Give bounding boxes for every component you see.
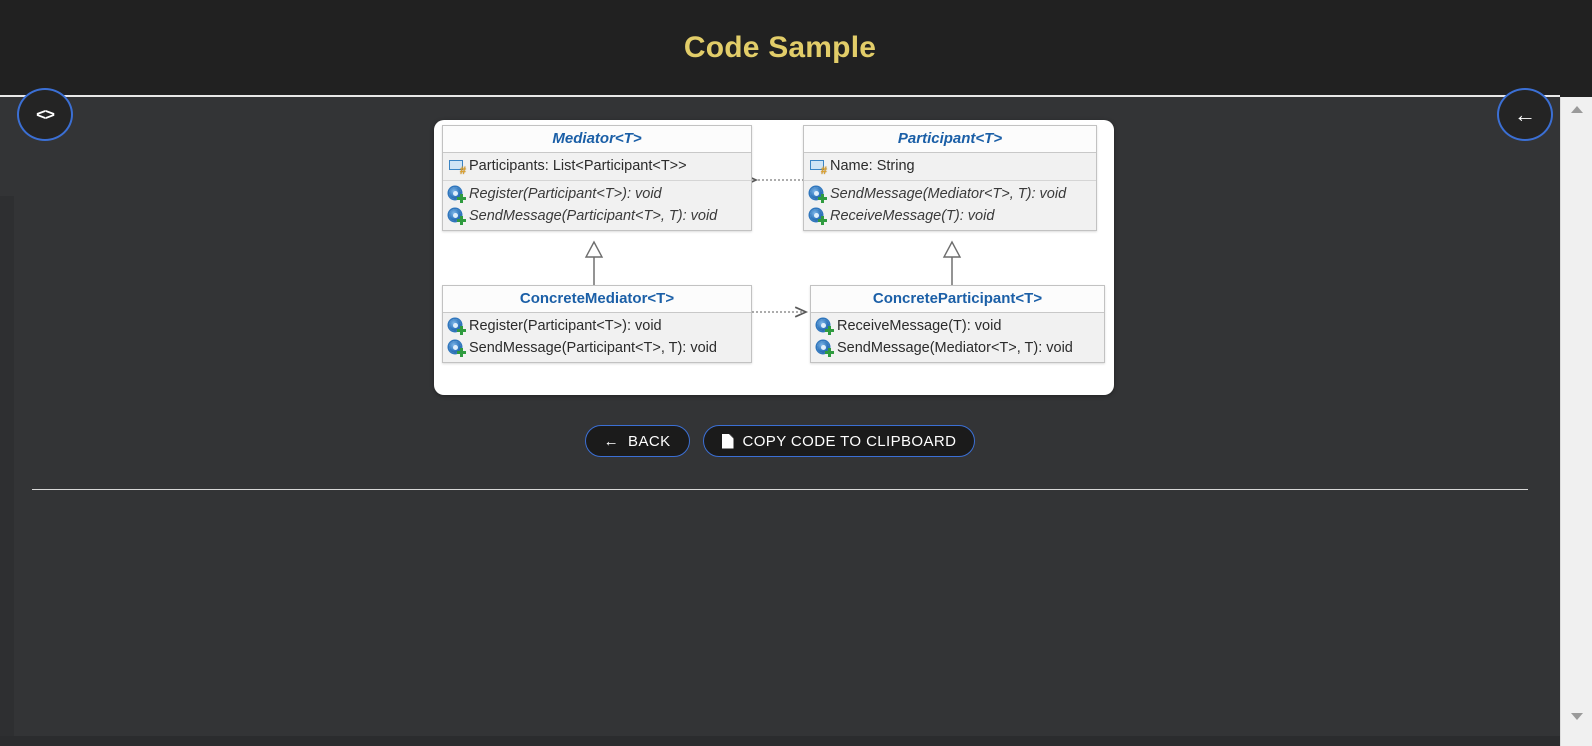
uml-member-row: SendMessage(Mediator<T>, T): void xyxy=(804,183,1096,205)
vertical-scrollbar[interactable] xyxy=(1560,0,1592,746)
uml-member-label: ReceiveMessage(T): void xyxy=(830,208,995,224)
copy-code-button[interactable]: COPY CODE TO CLIPBOARD xyxy=(702,425,976,457)
uml-methods-section: SendMessage(Mediator<T>, T): void Receiv… xyxy=(804,180,1096,230)
uml-member-label: Register(Participant<T>): void xyxy=(469,186,662,202)
scrollbar-down-arrow-icon[interactable] xyxy=(1561,704,1592,728)
method-icon xyxy=(810,208,827,225)
back-nav-button[interactable]: ← xyxy=(1497,88,1553,141)
copy-code-button-label: COPY CODE TO CLIPBOARD xyxy=(742,432,957,450)
uml-class-title: ConcreteMediator<T> xyxy=(443,286,751,313)
uml-class-concrete-mediator[interactable]: ConcreteMediator<T> Register(Participant… xyxy=(442,285,752,363)
method-icon xyxy=(449,186,466,203)
uml-member-label: SendMessage(Mediator<T>, T): void xyxy=(837,340,1073,356)
uml-member-row: Register(Participant<T>): void xyxy=(443,315,751,337)
method-icon xyxy=(817,340,834,357)
page-header: Code Sample xyxy=(0,0,1560,97)
uml-properties-section: # Participants: List<Participant<T>> xyxy=(443,153,751,180)
uml-member-label: ReceiveMessage(T): void xyxy=(837,318,1002,334)
uml-member-label: SendMessage(Participant<T>, T): void xyxy=(469,340,717,356)
uml-member-label: SendMessage(Participant<T>, T): void xyxy=(469,208,718,224)
uml-canvas: Mediator (dashed, arrow left) --> Mediat… xyxy=(434,120,1114,395)
property-icon: # xyxy=(810,158,827,177)
main-content: Mediator (dashed, arrow left) --> Mediat… xyxy=(0,99,1560,746)
arrow-left-icon: ← xyxy=(603,432,620,450)
method-icon xyxy=(449,340,466,357)
property-icon: # xyxy=(449,158,466,177)
method-icon xyxy=(449,318,466,335)
code-toggle-button[interactable]: <> xyxy=(17,88,73,141)
uml-class-mediator[interactable]: Mediator<T> # Participants: List<Partici… xyxy=(442,125,752,231)
scrollbar-up-arrow-icon[interactable] xyxy=(1561,97,1592,121)
method-icon xyxy=(449,208,466,225)
uml-class-concrete-participant[interactable]: ConcreteParticipant<T> ReceiveMessage(T)… xyxy=(810,285,1105,363)
back-button-label: BACK xyxy=(628,432,671,450)
uml-member-row: # Participants: List<Participant<T>> xyxy=(443,155,751,177)
uml-member-label: Participants: List<Participant<T>> xyxy=(469,158,687,174)
uml-class-title: Participant<T> xyxy=(804,126,1096,153)
back-button[interactable]: ← BACK xyxy=(584,425,690,457)
page-title: Code Sample xyxy=(683,30,877,64)
code-brackets-icon: <> xyxy=(36,105,55,124)
scrollbar-thumb[interactable] xyxy=(1564,122,1590,682)
method-icon xyxy=(817,318,834,335)
uml-member-row: SendMessage(Participant<T>, T): void xyxy=(443,337,751,359)
section-divider xyxy=(32,489,1528,490)
uml-member-label: Register(Participant<T>): void xyxy=(469,318,662,334)
arrow-left-icon: ← xyxy=(1514,101,1536,127)
uml-member-row: # Name: String xyxy=(804,155,1096,177)
uml-diagram-card: Mediator (dashed, arrow left) --> Mediat… xyxy=(434,120,1114,395)
uml-class-title: ConcreteParticipant<T> xyxy=(811,286,1104,313)
uml-member-row: ReceiveMessage(T): void xyxy=(804,205,1096,227)
uml-properties-section: # Name: String xyxy=(804,153,1096,180)
uml-methods-section: ReceiveMessage(T): void SendMessage(Medi… xyxy=(811,313,1104,362)
uml-methods-section: Register(Participant<T>): void SendMessa… xyxy=(443,313,751,362)
uml-member-label: Name: String xyxy=(830,158,915,174)
uml-methods-section: Register(Participant<T>): void SendMessa… xyxy=(443,180,751,230)
uml-class-participant[interactable]: Participant<T> # Name: String SendMessag… xyxy=(803,125,1097,231)
uml-member-row: ReceiveMessage(T): void xyxy=(811,315,1104,337)
uml-class-title: Mediator<T> xyxy=(443,126,751,153)
action-bar: ← BACK COPY CODE TO CLIPBOARD xyxy=(0,425,1560,457)
uml-member-label: SendMessage(Mediator<T>, T): void xyxy=(830,186,1067,202)
uml-member-row: Register(Participant<T>): void xyxy=(443,183,751,205)
left-gutter xyxy=(0,196,14,746)
uml-member-row: SendMessage(Participant<T>, T): void xyxy=(443,205,751,227)
uml-member-row: SendMessage(Mediator<T>, T): void xyxy=(811,337,1104,359)
file-copy-icon xyxy=(721,433,734,449)
scrollbar-top-cap xyxy=(1560,0,1592,97)
bottom-strip xyxy=(0,736,1560,746)
method-icon xyxy=(810,186,827,203)
